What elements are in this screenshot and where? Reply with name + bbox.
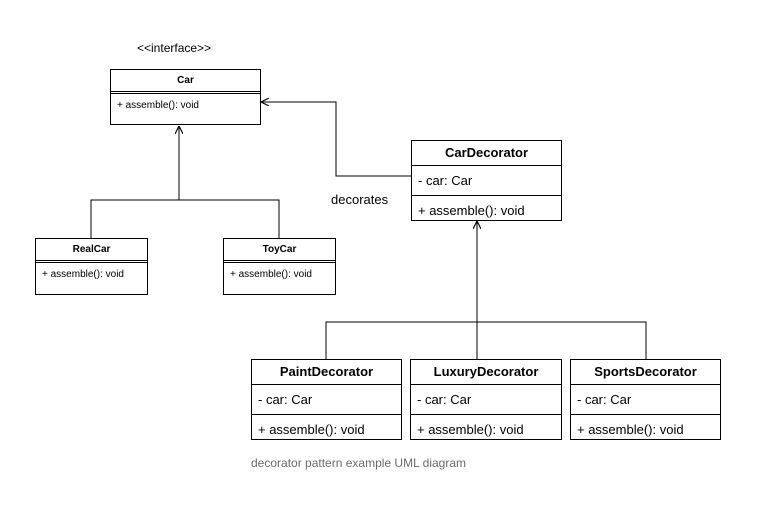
class-sports-decorator: SportsDecorator - car: Car + assemble():…	[570, 359, 721, 440]
class-name: LuxuryDecorator	[411, 360, 561, 385]
class-toy-car: ToyCar + assemble(): void	[223, 238, 336, 295]
class-attribute: - car: Car	[252, 385, 401, 415]
class-operation: + assemble(): void	[417, 422, 524, 437]
class-name: ToyCar	[224, 239, 335, 263]
class-attribute: - car: Car	[571, 385, 720, 415]
class-name: RealCar	[36, 239, 147, 263]
class-name: CarDecorator	[412, 141, 561, 166]
figure-caption: decorator pattern example UML diagram	[251, 456, 466, 470]
class-operation: + assemble(): void	[117, 100, 199, 111]
decorates-label: decorates	[331, 192, 389, 207]
class-name: PaintDecorator	[252, 360, 401, 385]
class-operation: + assemble(): void	[418, 203, 525, 218]
class-operation: + assemble(): void	[230, 269, 312, 280]
inheritance-connector	[325, 321, 647, 359]
class-car-decorator: CarDecorator - car: Car + assemble(): vo…	[411, 140, 562, 221]
interface-stereotype: <<interface>>	[137, 41, 212, 55]
class-real-car: RealCar + assemble(): void	[35, 238, 148, 295]
class-operation: + assemble(): void	[42, 269, 124, 280]
class-operation: + assemble(): void	[258, 422, 365, 437]
class-car: Car + assemble(): void	[110, 69, 261, 125]
class-operation: + assemble(): void	[577, 422, 684, 437]
implementation-connector	[90, 199, 280, 238]
class-attribute: - car: Car	[412, 166, 561, 196]
class-paint-decorator: PaintDecorator - car: Car + assemble(): …	[251, 359, 402, 440]
class-name: SportsDecorator	[571, 360, 720, 385]
decorates-arrow	[261, 102, 411, 177]
class-name: Car	[111, 70, 260, 94]
class-attribute: - car: Car	[411, 385, 561, 415]
class-luxury-decorator: LuxuryDecorator - car: Car + assemble():…	[410, 359, 562, 440]
